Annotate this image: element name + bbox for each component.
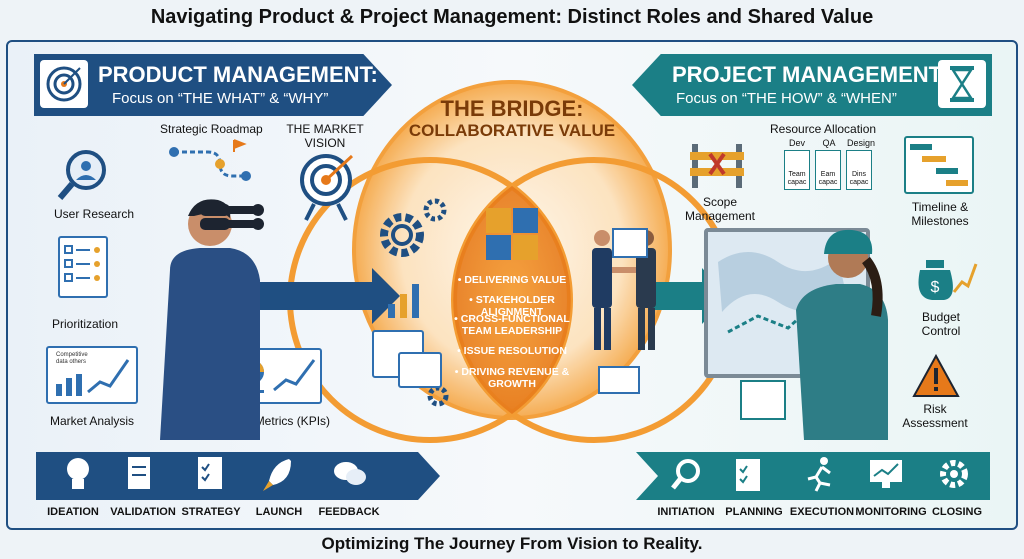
running-person-icon [800,454,840,494]
svg-text:$: $ [931,279,940,296]
bridge-subtitle: COLLABORATIVE VALUE [408,121,616,140]
dev-capacity-card: Team capac [784,150,810,190]
flow-step-planning: PLANNING [725,506,783,518]
rocket-icon [258,454,298,494]
plan-card-icon [740,380,786,420]
product-heading: PRODUCT MANAGEMENT: [98,62,378,87]
roadmap-icon [168,138,252,186]
warning-icon [912,353,960,398]
resource-allocation-label: Resource Allocation [770,122,877,136]
gear-icon [424,382,452,410]
document-icon [120,454,160,494]
clipboard-icon [728,454,768,494]
strategic-roadmap-label: Strategic Roadmap [160,122,263,136]
bridge-bullet-3: • CROSS-FUNCTIONAL TEAM LEADERSHIP [454,313,570,337]
timeline-icon [598,366,640,394]
bar-chart-icon [386,280,422,320]
market-chart-icon: Competitive data others [46,346,138,404]
market-vision-label: THE MARKET VISION [286,122,364,150]
chart-caption: Competitive data others [56,352,88,365]
flow-step-ideation: IDEATION [47,506,99,518]
role-dev: Dev [788,138,805,148]
project-management-banner [632,54,992,116]
puzzle-icon [484,206,540,262]
bridge-bullet-5: • DRIVING REVENUE & GROWTH [454,366,570,390]
money-bag-icon: $ [910,252,978,302]
flow-step-feedback: FEEDBACK [318,506,380,518]
left-arrow [250,268,400,324]
gantt-chart-icon [904,136,974,194]
project-subheading: Focus on “THE HOW” & “WHEN” [676,90,897,107]
flow-step-strategy: STRATEGY [181,506,241,518]
timeline-milestones-label: Timeline & Milestones [911,200,969,228]
project-heading: PROJECT MANAGEMENT: [672,62,948,87]
magnifier-icon [666,454,706,494]
market-analysis-label: Market Analysis [50,414,135,428]
scope-barrier-icon [686,140,748,190]
flow-step-launch: LAUNCH [255,506,303,518]
role-qa: QA [822,138,836,148]
qa-capacity-card: Eam capac [815,150,841,190]
scope-management-label: Scope Management [684,195,756,223]
target-icon [40,60,88,108]
gear-icon [420,195,450,225]
bridge-title: THE BRIDGE: [440,96,584,121]
target-icon [296,150,356,222]
risk-assessment-label: Risk Assessment [902,402,968,430]
flow-step-initiation: INITIATION [657,506,715,518]
hourglass-icon [938,60,986,108]
product-subheading: Focus on “THE WHAT” & “WHY” [112,90,329,107]
gear-icon [934,454,974,494]
checklist-icon [58,236,108,298]
flow-step-validation: VALIDATION [110,506,176,518]
screen-icon [612,228,648,258]
magnifier-icon [56,146,112,202]
footer-tagline: Optimizing The Journey From Vision to Re… [321,534,703,553]
monitor-chart-icon [866,454,906,494]
role-design: Design [846,138,875,148]
bridge-overlap [453,186,571,414]
flow-step-execution: EXECUTION [789,506,855,518]
page-title: Navigating Product & Project Management:… [150,6,874,28]
chat-bubbles-icon [330,454,370,494]
flow-step-closing: CLOSING [931,506,983,518]
document-icon [398,352,442,388]
project-manager-figure [786,220,896,440]
product-management-banner [34,54,392,116]
bridge-bullet-4: • ISSUE RESOLUTION [457,345,567,357]
budget-control-label: Budget Control [921,310,961,338]
prioritization-label: Prioritization [52,317,119,331]
gear-icon [372,205,432,265]
handshake-icon [582,226,666,356]
lightbulb-icon [58,454,98,494]
checklist-icon [190,454,230,494]
user-research-label: User Research [54,207,135,221]
bridge-bullet-2: • STAKEHOLDER ALIGNMENT [469,294,555,318]
flow-step-monitoring: MONITORING [855,506,927,518]
binoculars-icon [196,200,266,232]
bridge-bullet-1: • DELIVERING VALUE [457,274,567,286]
design-capacity-card: Dins capac [846,150,872,190]
